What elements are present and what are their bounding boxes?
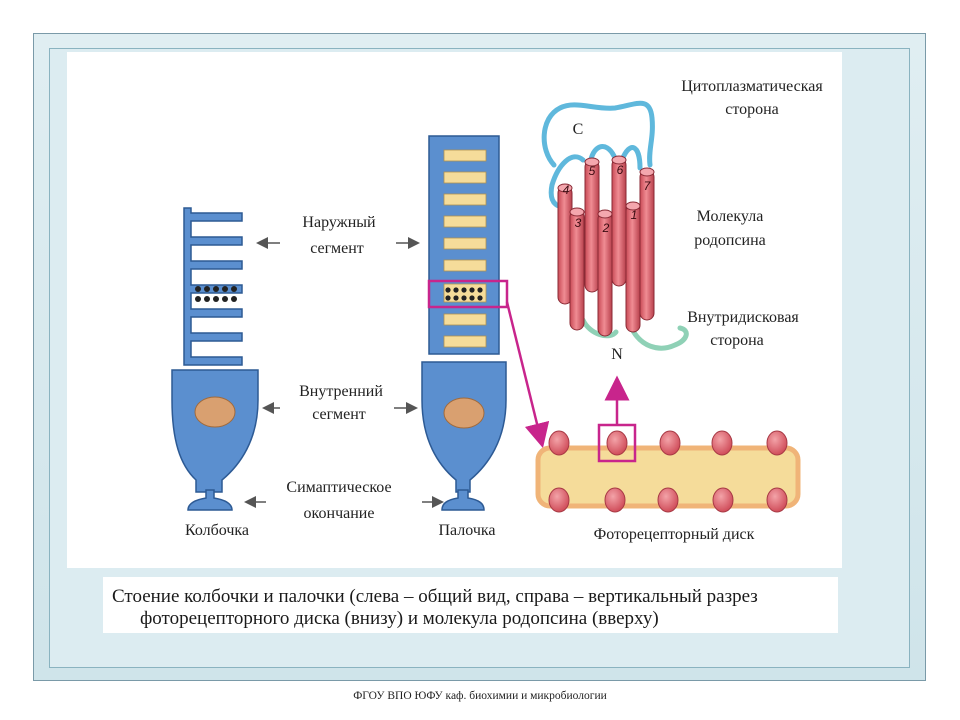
caption-line2: фоторецепторного диска (внизу) и молекул… [140, 608, 659, 629]
photoreceptor-disc [535, 423, 801, 513]
helix-number-3: 3 [575, 216, 582, 230]
intradisc-side-label-line1: Внутридисковая [687, 309, 799, 326]
footer-credit: ФГОУ ВПО ЮФУ каф. биохимии и микробиолог… [353, 690, 607, 702]
rod-highlight-box [427, 279, 509, 309]
zoom-arrow [505, 301, 550, 449]
cone-outer-segment [183, 207, 243, 366]
intradisc-side-label-line2: сторона [710, 332, 764, 349]
inner-segment-label-line1: Внутренний [299, 383, 383, 400]
diagram-labels: Наружный сегмент Внутренний сегмент Сима… [185, 78, 823, 543]
rod-label: Палочка [438, 522, 495, 539]
cone-cell [171, 207, 259, 511]
rod-pigment-dots [445, 287, 483, 301]
rod-nucleus [443, 397, 485, 429]
transmembrane-helices [557, 157, 655, 337]
rhodopsin-label-line1: Молекула [697, 208, 764, 225]
rhodopsin-label-line2: родопсина [694, 232, 766, 249]
cone-label: Колбочка [185, 522, 249, 539]
outer-segment-label-line2: сегмент [310, 240, 364, 257]
caption-line1: Стоение колбочки и палочки (слева – общи… [112, 586, 758, 607]
cone-nucleus [194, 396, 236, 428]
synaptic-label-line2: окончание [304, 505, 375, 522]
helix-number-1: 1 [631, 208, 638, 222]
rod-discs [443, 149, 487, 348]
label-arrows [244, 237, 444, 508]
cone-inner-segment [171, 369, 259, 493]
intradisc-loop [580, 317, 689, 351]
helix-number-6: 6 [617, 163, 624, 177]
cytoplasmic-side-label-line2: сторона [725, 101, 779, 118]
disc-rhodopsin-molecules [548, 430, 788, 513]
n-terminus-label: N [611, 346, 623, 363]
helix-number-5: 5 [589, 164, 596, 178]
helix-number-4: 4 [563, 183, 570, 197]
selected-molecule-box [597, 423, 637, 463]
cone-synaptic-terminal [187, 489, 233, 511]
rod-synaptic-terminal [441, 489, 485, 511]
outer-segment-label-line1: Наружный [302, 214, 376, 231]
caption-box [103, 577, 838, 633]
c-terminus-label: C [573, 121, 584, 138]
helix-number-2: 2 [602, 221, 610, 235]
cytoplasmic-side-label-line1: Цитоплазматическая [681, 78, 823, 95]
helix-caps [557, 155, 655, 219]
inner-segment-label-line2: сегмент [312, 406, 366, 423]
rod-cell [421, 135, 509, 511]
synaptic-label-line1: Симаптическое [286, 479, 391, 496]
cone-pigment-dots [195, 286, 237, 302]
photoreceptor-disc-label: Фоторецепторный диск [594, 526, 755, 543]
cytoplasmic-loop [541, 100, 655, 210]
helix-number-7: 7 [644, 179, 652, 193]
rhodopsin-molecule: 4 5 6 7 3 2 1 [541, 100, 689, 351]
helix-numbers: 4 5 6 7 3 2 1 [563, 163, 652, 235]
